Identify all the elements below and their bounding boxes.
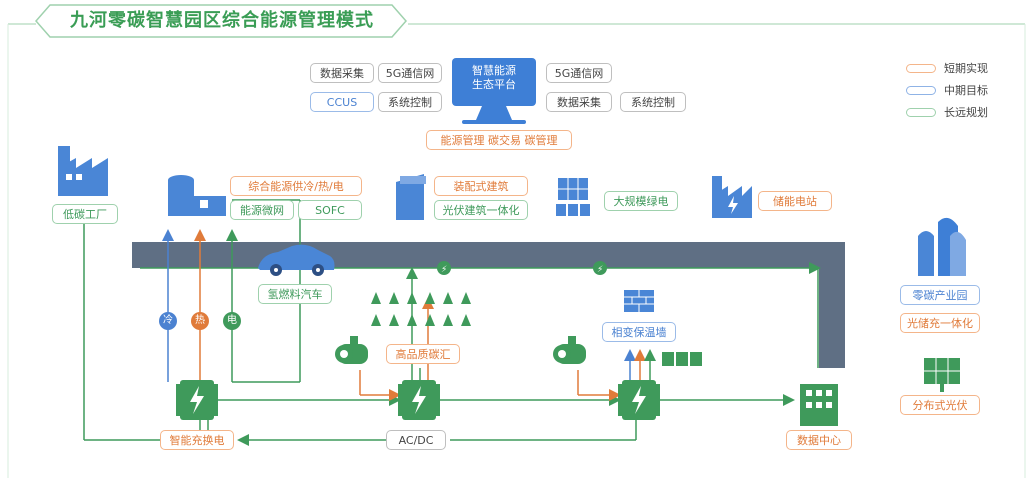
node-pv-storage-charge: 光储充一体化 — [900, 313, 980, 333]
node-energy-microgrid: 能源微网 — [230, 200, 294, 220]
zero-carbon-park-icon — [918, 217, 966, 276]
platform-monitor — [452, 58, 536, 106]
node-acdc: AC/DC — [386, 430, 446, 450]
tag-ccus: CCUS — [310, 92, 374, 112]
prefab-building-icon — [396, 174, 426, 220]
legend-label: 长远规划 — [944, 106, 988, 119]
svg-text:⚡: ⚡ — [597, 265, 603, 275]
tag-5g-right: 5G通信网 — [546, 63, 612, 83]
platform-line-2: 生态平台 — [472, 78, 516, 91]
node-bipv: 光伏建筑一体化 — [434, 200, 528, 220]
turbine-icon-2 — [553, 336, 586, 364]
title-frame — [35, 4, 407, 38]
node-zero-carbon-park: 零碳产业园 — [900, 285, 980, 305]
tag-data-collection-left: 数据采集 — [310, 63, 374, 83]
node-sofc: SOFC — [298, 200, 362, 220]
forest-icon — [371, 292, 471, 326]
legend-swatch-orange — [906, 64, 936, 73]
tag-system-control-left: 系统控制 — [378, 92, 442, 112]
factory-icon — [58, 146, 108, 196]
transformer-3 — [618, 380, 660, 420]
node-energy-supply: 综合能源供冷/热/电 — [230, 176, 362, 196]
node-carbon-sink: 高品质碳汇 — [386, 344, 460, 364]
hydrogen-car-icon — [258, 244, 335, 276]
legend-label: 短期实现 — [944, 62, 988, 75]
node-large-green-power: 大规模绿电 — [604, 191, 678, 211]
node-data-center: 数据中心 — [786, 430, 852, 450]
tag-system-control-right: 系统控制 — [620, 92, 686, 112]
node-hydrogen-car: 氢燃料汽车 — [258, 284, 332, 304]
transformer-2 — [398, 380, 440, 420]
title-box: 九河零碳智慧园区综合能源管理模式 — [36, 4, 408, 38]
tag-data-collection-right: 数据采集 — [546, 92, 612, 112]
node-prefab-building: 装配式建筑 — [434, 176, 528, 196]
battery-units-icon — [662, 352, 702, 366]
platform-line-1: 智慧能源 — [472, 64, 516, 77]
node-phase-wall: 相变保温墙 — [602, 322, 676, 342]
platform-functions: 能源管理 碳交易 碳管理 — [426, 130, 572, 150]
distributed-pv-icon — [924, 358, 960, 392]
legend-label: 中期目标 — [944, 84, 988, 97]
turbine-icon-1 — [335, 336, 368, 364]
road — [132, 242, 845, 368]
legend-swatch-blue — [906, 86, 936, 95]
energy-building-icon — [168, 175, 226, 216]
tag-electric: 电 — [223, 312, 241, 330]
storage-station-icon — [712, 176, 752, 218]
node-smart-charge: 智能充换电 — [160, 430, 234, 450]
node-distributed-pv: 分布式光伏 — [900, 395, 980, 415]
page-title: 九河零碳智慧园区综合能源管理模式 — [70, 10, 374, 31]
tag-5g-left: 5G通信网 — [378, 63, 442, 83]
node-storage-station: 储能电站 — [758, 191, 832, 211]
tag-heat: 热 — [191, 312, 209, 330]
svg-text:⚡: ⚡ — [441, 265, 447, 275]
brick-wall-icon — [624, 290, 654, 312]
node-low-carbon-factory: 低碳工厂 — [52, 204, 118, 224]
legend-swatch-green — [906, 108, 936, 117]
solar-panel-icon — [556, 178, 590, 216]
platform-label: 智慧能源 生态平台 — [456, 64, 532, 92]
transformer-1 — [176, 380, 218, 420]
tag-cold: 冷 — [159, 312, 177, 330]
data-center-icon — [800, 384, 838, 426]
